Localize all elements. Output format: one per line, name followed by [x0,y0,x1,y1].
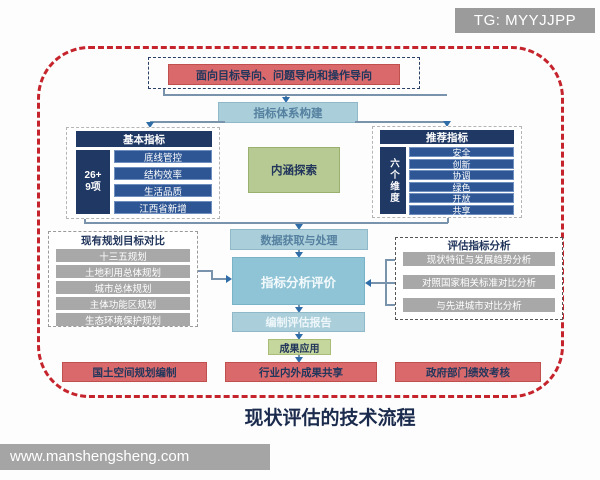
recommended-indicators-header: 推荐指标 [380,130,514,144]
orientation-dashed-frame [148,57,420,89]
connector-line [385,282,395,284]
basic-indicators-header: 基本指标 [76,131,212,147]
indicator-analysis-box: 指标分析评价 [232,257,365,305]
connector-line [163,89,165,95]
orientation-box: 面向目标导向、问题导向和操作导向 [168,64,400,85]
connector-line [298,250,300,253]
dimensions-badge: 六个维度 [380,147,406,214]
evaluation-item: 与先进城市对比分析 [403,298,555,312]
outcome-box: 国土空间规划编制 [62,362,207,382]
connector-line [198,270,212,272]
connector-line [211,278,226,280]
existing-plans-panel [48,231,198,327]
report-box: 编制评估报告 [232,312,365,332]
connector-line [447,218,449,223]
basic-indicator-item: 底线管控 [114,150,212,164]
arrow-right-icon [226,275,232,283]
connector-line [298,332,300,335]
connector-line [298,222,300,225]
existing-plan-item: 土地利用总体规划 [56,265,190,279]
basic-count-top: 26+ [84,170,102,181]
arrow-left-icon [365,279,371,287]
evaluation-item: 现状特征与发展趋势分析 [403,252,555,266]
existing-plan-item: 十三五规划 [56,249,190,263]
recommended-indicator-item: 创新 [409,159,514,170]
connector-line [298,305,300,308]
recommended-indicator-item: 安全 [409,147,514,158]
connector-line [385,259,395,261]
connotation-box: 内涵探索 [248,147,340,193]
tg-badge: TG: MYYJJPP [455,8,595,33]
arrow-down-icon [443,121,451,127]
indicator-system-box: 指标体系构建 [218,102,358,123]
basic-count-badge: 26+ 9项 [76,150,110,214]
evaluation-analysis-header: 评估指标分析 [447,240,511,252]
existing-plans-header: 现有规划目标对比 [81,234,165,247]
outcome-box: 行业内外成果共享 [225,362,377,382]
connector-line [298,355,300,358]
arrow-down-icon [146,122,154,128]
connector-line [371,282,386,284]
arrow-down-icon [295,334,303,340]
arrow-down-icon [282,97,290,103]
existing-plan-item: 主体功能区规划 [56,297,190,311]
connector-line [84,222,448,224]
diagram-title: 现状评估的技术流程 [244,408,416,429]
arrow-down-icon [295,357,303,363]
recommended-indicator-item: 开放 [409,193,514,204]
basic-count-bottom: 9项 [85,182,101,193]
basic-indicator-item: 江西省新增 [114,201,212,215]
connector-line [385,304,395,306]
recommended-indicator-item: 绿色 [409,182,514,193]
basic-indicator-item: 生活品质 [114,184,212,198]
evaluation-item: 对照国家相关标准对比分析 [403,275,555,289]
basic-indicator-item: 结构效率 [114,167,212,181]
application-box: 成果应用 [268,339,331,355]
recommended-indicator-item: 共享 [409,205,514,216]
connector-line [285,94,287,98]
existing-plan-item: 城市总体规划 [56,281,190,295]
connector-line [84,219,86,223]
data-processing-box: 数据获取与处理 [230,229,368,250]
outer-dashed-frame [37,46,564,398]
watermark-bar: www.manshengsheng.com [0,444,270,470]
arrow-down-icon [295,224,303,230]
outcome-box: 政府部门绩效考核 [395,362,541,382]
arrow-down-icon [295,307,303,313]
connector-line [150,121,225,123]
existing-plan-item: 生态环境保护规划 [56,313,190,327]
connector-line [163,94,447,96]
recommended-indicator-item: 协调 [409,170,514,181]
connector-line [211,270,213,279]
connector-line [355,121,447,123]
arrow-down-icon [295,252,303,258]
